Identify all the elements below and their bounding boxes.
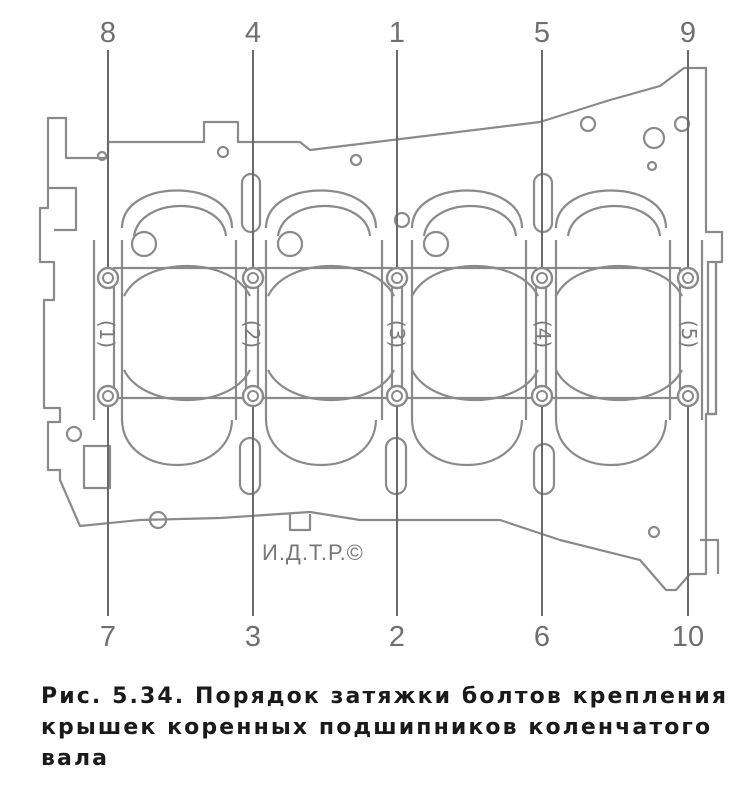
bolt-number-2: 2 (389, 621, 405, 653)
cylinder-top-walls (120, 189, 668, 229)
bolt-8-socket (102, 272, 114, 284)
bolt-3-head (241, 384, 265, 408)
bolt-number-6: 6 (534, 621, 550, 653)
bolt-1-head (385, 266, 409, 290)
bolt-4-socket (247, 272, 259, 284)
bolt-5-head (530, 266, 554, 290)
bolt-4-head (241, 266, 265, 290)
bolt-number-7: 7 (100, 621, 116, 653)
cap-label-2: (2) (240, 320, 264, 348)
bolt-2-head (385, 384, 409, 408)
bolt-5-socket (536, 272, 548, 284)
bolt-6-socket (536, 390, 548, 402)
bolt-number-5: 5 (534, 17, 550, 49)
left-appendage (48, 186, 112, 490)
bolt-8-head (96, 266, 120, 290)
bolt-number-10: 10 (672, 621, 704, 653)
cap-label-4: (4) (531, 320, 555, 348)
bolt-2-socket (391, 390, 403, 402)
bolt-9-socket (682, 272, 694, 284)
figure-caption: Рис. 5.34. Порядок затяжки болтов крепле… (41, 684, 729, 771)
bolt-7-socket (102, 390, 114, 402)
bearing-cap-labels: (1) (2) (3) (4) (5) (95, 320, 701, 348)
bolt-number-4: 4 (245, 17, 261, 49)
cap-label-3: (3) (385, 320, 409, 348)
bolt-10-head (676, 384, 700, 408)
cylinder-block-diagram: 8 4 1 5 9 7 3 2 6 10 (1) (2) (3) (4) (5) И.Д.Т.Р.… (38, 17, 724, 653)
publisher-stamp: И.Д.Т.Р.© (262, 540, 364, 565)
block-outline (38, 66, 724, 592)
bolt-7-head (96, 384, 120, 408)
bolt-callouts: 8 4 1 5 9 7 3 2 6 10 (96, 17, 704, 653)
bolt-number-1: 1 (389, 17, 405, 49)
cap-label-5: (5) (677, 320, 701, 348)
bolt-6-head (530, 384, 554, 408)
bolt-number-3: 3 (245, 621, 261, 653)
bolt-1-socket (391, 272, 403, 284)
rear-flange (700, 260, 720, 574)
bolt-10-socket (682, 390, 694, 402)
bolt-number-9: 9 (680, 17, 696, 49)
cylinder-bottom-walls (120, 419, 668, 467)
bolt-3-socket (247, 390, 259, 402)
bolt-9-head (676, 266, 700, 290)
bolt-number-8: 8 (100, 17, 116, 49)
cap-label-1: (1) (95, 320, 119, 348)
